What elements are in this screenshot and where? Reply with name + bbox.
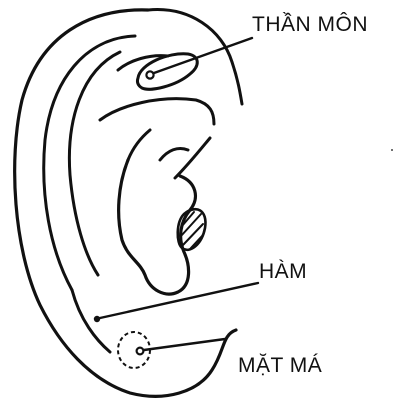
point-ham-leader — [100, 283, 258, 318]
point-mat-ma-leader — [144, 339, 225, 350]
ear-lobe — [72, 290, 110, 352]
stray-mark — [391, 149, 393, 151]
point-ham: HÀM — [94, 260, 307, 322]
ear-concha — [119, 130, 196, 294]
point-ham-dot — [94, 316, 100, 322]
point-than-mon-dot — [146, 71, 153, 78]
label-than-mon: THẦN MÔN — [252, 13, 368, 36]
label-ham: HÀM — [259, 260, 307, 283]
point-than-mon: THẦN MÔN — [146, 13, 368, 79]
label-mat-ma: MẶT MÁ — [238, 354, 322, 377]
point-mat-ma-dot — [137, 348, 144, 355]
ear-outline — [15, 10, 242, 397]
ear-inner-rim — [44, 36, 135, 290]
